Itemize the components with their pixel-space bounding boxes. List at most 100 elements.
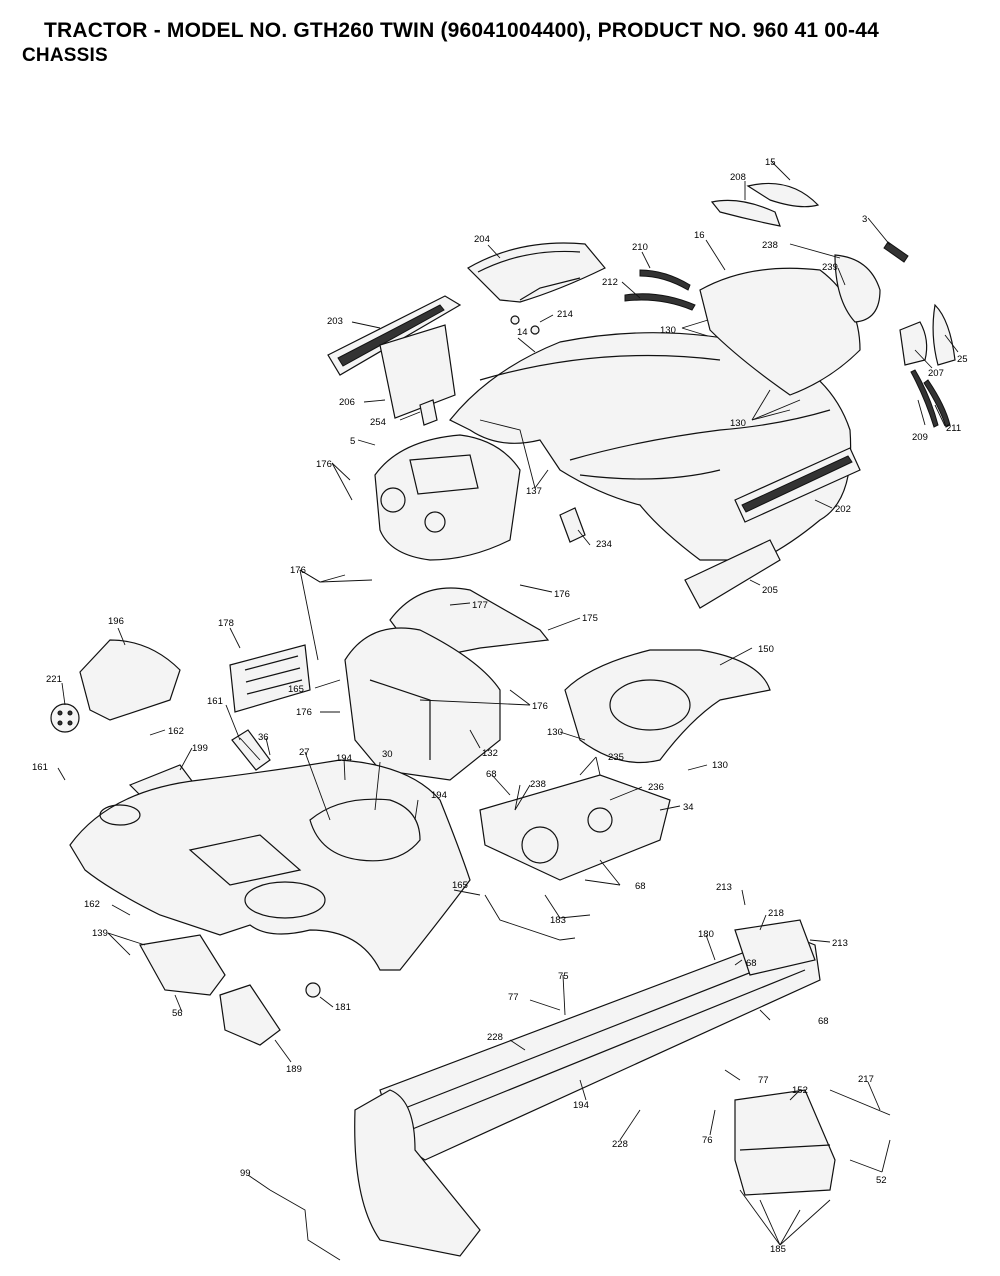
callout-15: 15 — [765, 157, 776, 168]
bracket-189 — [219, 984, 281, 1046]
callout-3: 3 — [862, 214, 867, 225]
title-line-section: CHASSIS — [22, 45, 108, 66]
callout-99: 99 — [240, 1168, 251, 1179]
callout-205: 205 — [762, 585, 778, 596]
callout-175: 175 — [582, 613, 598, 624]
callout-194-frame: 194 — [573, 1100, 589, 1111]
callout-176-panel: 176 — [532, 701, 548, 712]
callout-238: 238 — [762, 240, 778, 251]
callout-68-right: 68 — [635, 881, 646, 892]
callout-68-frame: 68 — [746, 958, 757, 969]
diagram-title: TRACTOR - MODEL NO. GTH260 TWIN (9604100… — [22, 18, 879, 68]
callout-36: 36 — [258, 732, 269, 743]
plate-206 — [379, 324, 456, 419]
callout-14: 14 — [517, 327, 528, 338]
label-234 — [559, 507, 586, 543]
callout-132: 132 — [482, 748, 498, 759]
callout-176-lower: 176 — [296, 707, 312, 718]
callout-254: 254 — [370, 417, 386, 428]
callout-176-right: 176 — [554, 589, 570, 600]
rod-165 — [484, 894, 576, 941]
seat-pan-30 — [309, 798, 421, 862]
callout-194-seat: 194 — [431, 790, 447, 801]
callout-77-lower: 77 — [758, 1075, 769, 1086]
bolt-99 — [269, 1189, 341, 1261]
callout-181: 181 — [335, 1002, 351, 1013]
callout-150: 150 — [758, 644, 774, 655]
headlight-238 — [834, 254, 881, 323]
callout-76: 76 — [702, 1135, 713, 1146]
callout-218: 218 — [768, 908, 784, 919]
callout-210: 210 — [632, 242, 648, 253]
callout-165-left: 165 — [288, 684, 304, 695]
callout-130-hood: 130 — [660, 325, 676, 336]
bracket-56 — [139, 934, 226, 996]
knob-221 — [50, 703, 80, 733]
callout-137: 137 — [526, 486, 542, 497]
panel-132 — [344, 627, 501, 781]
callout-130-side: 130 — [730, 418, 746, 429]
front-frame — [354, 1089, 481, 1257]
clips-214 — [510, 315, 540, 335]
battery-tray-152 — [734, 1089, 836, 1196]
callout-56: 56 — [172, 1008, 183, 1019]
callout-152: 152 — [792, 1085, 808, 1096]
callout-236: 236 — [648, 782, 664, 793]
callout-209: 209 — [912, 432, 928, 443]
callout-194-top: 194 — [336, 753, 352, 764]
callout-228-lower: 228 — [612, 1139, 628, 1150]
grille-202 — [734, 447, 861, 523]
callout-235: 235 — [608, 752, 624, 763]
callout-130-plate: 130 — [712, 760, 728, 771]
lens-203 — [327, 295, 462, 376]
callout-199: 199 — [192, 743, 208, 754]
callout-52: 52 — [876, 1175, 887, 1186]
strip-209 — [910, 369, 939, 428]
title-line-model: TRACTOR - MODEL NO. GTH260 TWIN (9604100… — [44, 19, 880, 42]
grille-strip-210 — [639, 269, 691, 291]
callout-34: 34 — [683, 802, 694, 813]
callout-139: 139 — [92, 928, 108, 939]
callout-238-plate: 238 — [530, 779, 546, 790]
mower-plate-34 — [479, 774, 671, 881]
callout-27: 27 — [299, 747, 310, 758]
callout-130-shroud: 130 — [547, 727, 563, 738]
callout-68-plate: 68 — [486, 769, 497, 780]
callout-183: 183 — [550, 915, 566, 926]
callout-211: 211 — [946, 423, 961, 434]
callout-5: 5 — [350, 436, 355, 447]
callout-178: 178 — [218, 618, 234, 629]
dash-panel-5 — [374, 434, 521, 561]
rod-217 — [829, 1089, 891, 1116]
nut-181 — [305, 982, 321, 998]
seat-bracket-196 — [79, 639, 181, 721]
callout-221: 221 — [46, 674, 62, 685]
leader-lines — [57, 161, 959, 1246]
callout-206: 206 — [339, 397, 355, 408]
callout-239: 239 — [822, 262, 838, 273]
callout-204: 204 — [474, 234, 490, 245]
bracket-218 — [734, 919, 816, 976]
strip-211 — [923, 379, 951, 428]
bumper-25 — [932, 303, 956, 366]
callout-207: 207 — [928, 368, 944, 379]
callout-196: 196 — [108, 616, 124, 627]
callout-165-rod: 165 — [452, 880, 468, 891]
callout-75: 75 — [558, 971, 569, 982]
callout-208: 208 — [730, 172, 746, 183]
callout-213-right: 213 — [832, 938, 848, 949]
callout-212: 212 — [602, 277, 618, 288]
callout-162-upper: 162 — [168, 726, 184, 737]
bolt-3 — [883, 241, 909, 263]
callout-162-lower: 162 — [84, 899, 100, 910]
hood-cover-204 — [467, 242, 606, 303]
callout-213-top: 213 — [716, 882, 732, 893]
grille-strip-212 — [624, 293, 696, 311]
hood-side-16 — [699, 267, 861, 396]
callout-68-lower: 68 — [818, 1016, 829, 1027]
callout-77-upper: 77 — [508, 992, 519, 1003]
callout-176-dash: 176 — [316, 459, 332, 470]
callout-185: 185 — [770, 1244, 786, 1255]
callout-228-upper: 228 — [487, 1032, 503, 1043]
label-254 — [419, 399, 438, 426]
